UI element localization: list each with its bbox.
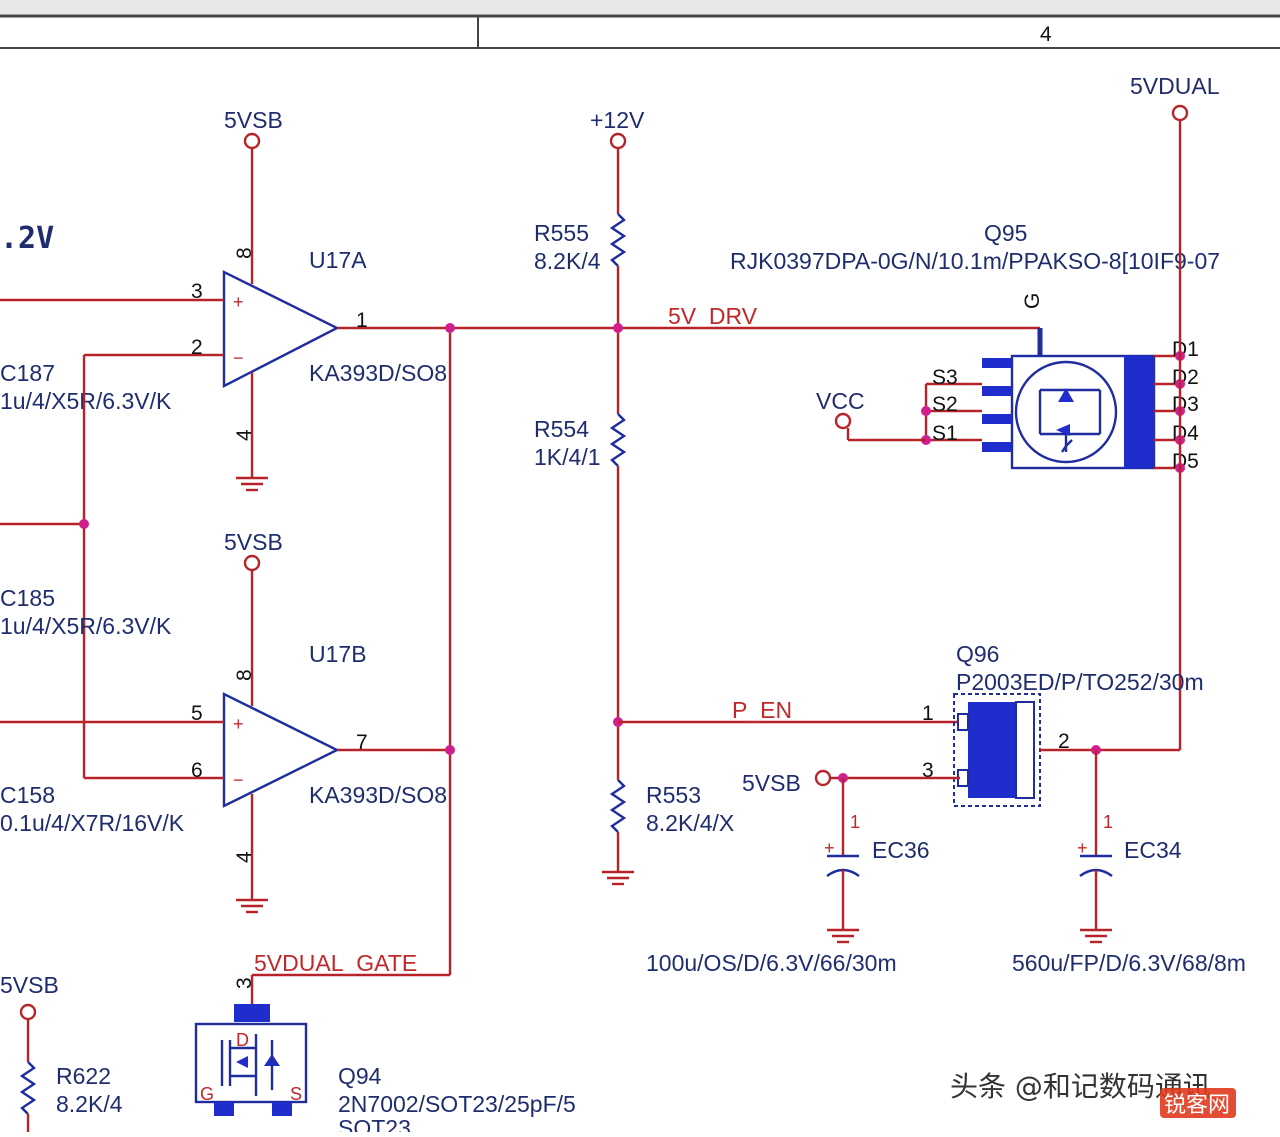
- u17b-part: KA393D/SO8: [309, 782, 447, 808]
- c158-value: 0.1u/4/X7R/16V/K: [0, 810, 185, 836]
- q95-pin-s3: S3: [932, 366, 958, 389]
- q96-pin3: 3: [922, 759, 934, 782]
- power-port-icon: [834, 412, 852, 430]
- ec36-value: 100u/OS/D/6.3V/66/30m: [646, 950, 897, 976]
- r553-ref: R553: [646, 782, 701, 808]
- power-port-icon: [609, 132, 627, 150]
- u17a-ref: U17A: [309, 247, 367, 273]
- r554-resistor: [609, 413, 627, 467]
- ec34-pin-number: 1: [1103, 812, 1113, 832]
- power-port-icon: [1171, 104, 1189, 122]
- power-port-icon: [243, 132, 261, 150]
- q95-pin-s2: S2: [932, 393, 958, 416]
- ec34-value: 560u/FP/D/6.3V/68/8m: [1012, 950, 1246, 976]
- q96-transistor: [953, 693, 1041, 807]
- watermark-stamp-text: 锐客网: [1164, 1092, 1230, 1117]
- ec36-pin-number: 1: [850, 812, 860, 832]
- r554-ref: R554: [534, 416, 589, 442]
- q95-part: RJK0397DPA-0G/N/10.1m/PPAKSO-8[10IF9-07: [730, 248, 1220, 274]
- q94-package: SOT23: [338, 1115, 411, 1132]
- q95-ref: Q95: [984, 220, 1027, 246]
- power-port-icon: [814, 769, 832, 787]
- r553-resistor: [609, 779, 627, 833]
- title-block: 4: [0, 0, 1280, 49]
- q95-pin-s1: S1: [932, 422, 958, 445]
- u17b-pin4: 4: [233, 851, 256, 863]
- u17b-pin8: 8: [233, 669, 256, 681]
- r554-value: 1K/4/1: [534, 444, 601, 470]
- u17a-pin4: 4: [233, 429, 256, 441]
- ground-icon: [1080, 928, 1112, 944]
- u17a-minus-sign: −: [233, 348, 244, 368]
- u17b-minus-sign: −: [233, 770, 244, 790]
- u17a-pin8: 8: [233, 247, 256, 259]
- u17a-pin3: 3: [191, 280, 203, 303]
- q96-pin1: 1: [922, 702, 934, 725]
- q94-part: 2N7002/SOT23/25pF/5: [338, 1091, 576, 1117]
- u17b-plus-sign: +: [233, 714, 244, 734]
- u17a-pin2: 2: [191, 336, 203, 359]
- c187-ref: C187: [0, 360, 55, 386]
- q94-drain-pin: D: [236, 1030, 249, 1050]
- q96-ref: Q96: [956, 641, 999, 667]
- vcc-label: VCC: [816, 388, 865, 414]
- q96-part: P2003ED/P/TO252/30m: [956, 669, 1204, 695]
- r622-supply-label: 5VSB: [0, 972, 59, 998]
- u17b-supply-label: 5VSB: [224, 529, 283, 555]
- u17a-comparator: + −: [222, 270, 340, 388]
- ground-icon: [602, 870, 634, 886]
- u17b-pin6: 6: [191, 759, 203, 782]
- power-port-icon: [243, 554, 261, 572]
- net-label-drv: 5V_DRV: [668, 303, 758, 329]
- r622-ref: R622: [56, 1063, 111, 1089]
- ec34-ref: EC34: [1124, 837, 1182, 863]
- watermark-stamp: 锐客网: [1160, 1088, 1236, 1118]
- net-label-gate: 5VDUAL_GATE: [254, 950, 417, 976]
- ground-icon: [827, 928, 859, 944]
- q94-mosfet: D G S: [194, 1004, 308, 1116]
- u17a-part: KA393D/SO8: [309, 360, 447, 386]
- u17a-pin1: 1: [356, 309, 368, 332]
- ec36-polarity: +: [824, 838, 835, 858]
- q94-ref: Q94: [338, 1063, 382, 1089]
- q95-mosfet: [982, 354, 1156, 470]
- ground-icon: [236, 898, 268, 914]
- ec36-ref: EC36: [872, 837, 930, 863]
- ec34-polarity: +: [1077, 838, 1088, 858]
- u17b-ref: U17B: [309, 641, 367, 667]
- q96-supply-label: 5VSB: [742, 770, 801, 796]
- power-port-icon: [19, 1003, 37, 1021]
- title-block-number: 4: [1040, 23, 1052, 46]
- u17a-plus-sign: +: [233, 292, 244, 312]
- u17b-pin7: 7: [356, 731, 368, 754]
- u17b-pin5: 5: [191, 702, 203, 725]
- q94-gate-pin: G: [200, 1084, 214, 1104]
- r553-value: 8.2K/4/X: [646, 810, 734, 836]
- u17b-comparator: + −: [222, 692, 340, 808]
- net-label-pen: P_EN: [732, 697, 792, 723]
- q96-pin2: 2: [1058, 730, 1070, 753]
- rail-5vdual-label: 5VDUAL: [1130, 73, 1220, 99]
- r622-value: 8.2K/4: [56, 1091, 123, 1117]
- rail-12v-label: +12V: [590, 107, 645, 133]
- c187-value: 1u/4/X5R/6.3V/K: [0, 388, 172, 414]
- q94-source-pin: S: [290, 1084, 302, 1104]
- r555-resistor: [609, 213, 627, 267]
- c158-ref: C158: [0, 782, 55, 808]
- c185-ref: C185: [0, 585, 55, 611]
- q95-gate-pin: G: [1021, 293, 1044, 309]
- ground-icon: [236, 476, 268, 492]
- voltage-label: .2V: [0, 221, 54, 256]
- u17a-supply-label: 5VSB: [224, 107, 283, 133]
- c185-value: 1u/4/X5R/6.3V/K: [0, 613, 172, 639]
- r555-value: 8.2K/4: [534, 248, 601, 274]
- q94-pin3: 3: [233, 977, 256, 989]
- r622-resistor: [19, 1061, 37, 1115]
- r555-ref: R555: [534, 220, 589, 246]
